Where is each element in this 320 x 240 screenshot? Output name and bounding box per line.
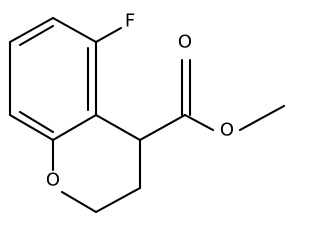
bond-aromatic-4 [51,113,98,142]
bond-aromatic-2 [51,16,98,44]
bond-methine-carbonyl [138,113,187,142]
bond-methylene-methylene [94,186,142,214]
fluorine-atom-label: F [125,11,135,32]
carbonyl-oxygen-atom-label: O [178,32,192,53]
ring-oxygen-atom-label: O [46,170,60,191]
bond-aromatic-inner-3 [18,110,55,134]
molecule-canvas: F O O O [8,10,286,214]
ester-oxygen-atom-label: O [220,120,234,141]
bond-ester-methyl [238,104,286,132]
bond-carbonyl-ester-oxygen [183,113,215,132]
bond-aromatic-5 [8,113,55,142]
bond-methine-aromatic [94,113,142,142]
bond-oxygen-methylene [60,190,98,214]
bond-aromatic-inner-1 [18,24,55,47]
bond-fluorine [94,26,123,44]
molecule-structure: F O O O [8,11,286,214]
bond-aromatic-1 [8,16,55,44]
